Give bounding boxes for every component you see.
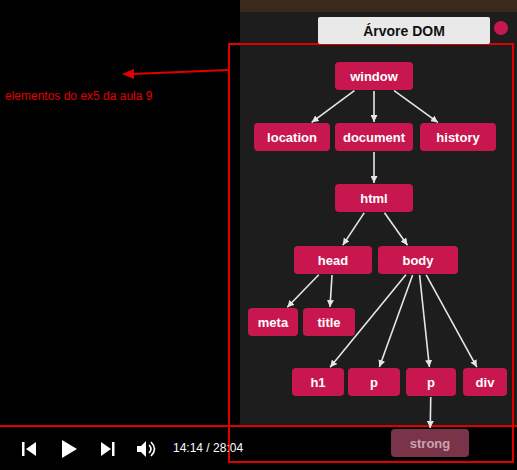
annotation-frame (229, 44, 513, 462)
node-label: location (267, 130, 317, 145)
node-label: meta (258, 315, 288, 330)
tree-arrow (330, 275, 332, 307)
tree-arrow (420, 275, 430, 367)
node-label: strong (410, 436, 450, 451)
dom-node: location (254, 123, 330, 151)
node-label: window (350, 69, 398, 84)
node-label: div (476, 375, 495, 390)
tree-arrow (287, 275, 319, 308)
node-label: p (370, 375, 378, 390)
dom-node: window (335, 62, 413, 90)
slide-dot (494, 21, 508, 35)
dom-node: meta (248, 308, 298, 336)
node-label: body (402, 253, 433, 268)
progress-bar (0, 425, 517, 427)
dom-node: document (335, 123, 413, 151)
dom-node: div (463, 368, 507, 396)
tree-arrow (312, 91, 355, 123)
tree-arrow (373, 91, 375, 122)
tree-arrow (385, 213, 408, 245)
dom-node: head (294, 246, 372, 274)
volume-icon (137, 441, 146, 457)
tree-arrow (394, 91, 438, 123)
node-label: h1 (310, 375, 325, 390)
dom-node: p (348, 368, 400, 396)
tree-arrow (373, 152, 375, 183)
slide-title-box: Árvore DOM (318, 17, 490, 44)
dom-node: body (378, 246, 458, 274)
play-icon (62, 440, 77, 458)
volume-icon (149, 442, 155, 456)
tree-arrow (429, 397, 431, 428)
dom-node: history (420, 123, 496, 151)
node-label: head (318, 253, 348, 268)
dom-node: html (335, 184, 413, 212)
next-icon (112, 442, 115, 456)
node-label: html (360, 191, 387, 206)
player-controls (22, 440, 155, 458)
slide-top-strip (240, 0, 517, 12)
next-icon (101, 442, 111, 456)
tree-arrow (379, 275, 412, 367)
prev-icon (22, 442, 25, 456)
annotation-arrow (132, 70, 228, 74)
node-label: history (436, 130, 479, 145)
prev-icon (26, 442, 36, 456)
annotation-note: elementos do ex5 da aula 9 (5, 89, 152, 103)
dom-node: p (406, 368, 456, 396)
annotation-arrowhead (122, 69, 134, 79)
tree-arrow (343, 213, 364, 245)
dom-node: strong (391, 429, 469, 457)
dom-node: h1 (292, 368, 344, 396)
dom-node: title (303, 308, 355, 336)
node-label: title (317, 315, 340, 330)
node-label: p (427, 375, 435, 390)
tree-arrow (426, 275, 477, 367)
slide-title: Árvore DOM (363, 23, 445, 39)
slide-panel (240, 0, 517, 425)
node-label: document (343, 130, 405, 145)
video-time: 14:14 / 28:04 (173, 441, 243, 455)
